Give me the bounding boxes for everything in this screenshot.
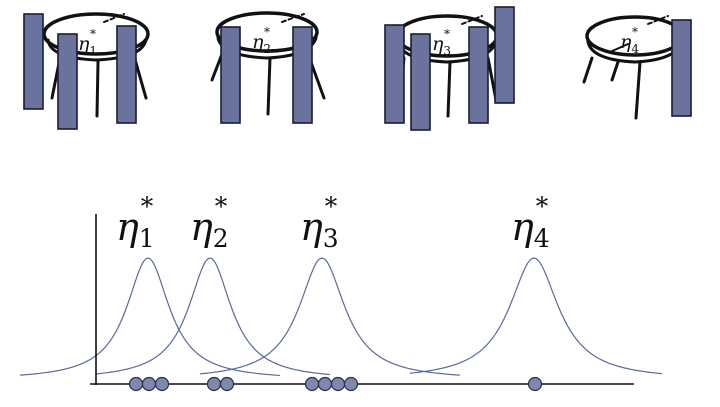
density-curve-2 xyxy=(95,257,331,376)
point-4 xyxy=(206,376,222,392)
point-1 xyxy=(128,376,144,392)
point-3 xyxy=(154,376,170,392)
table-4-drawing xyxy=(582,15,685,120)
eta-1-label: η1* xyxy=(116,192,155,253)
point-9 xyxy=(343,376,359,392)
table-4: η4* xyxy=(582,15,692,120)
table-2-label: η2* xyxy=(252,25,271,56)
table-2: η2* xyxy=(210,11,326,124)
table-3-label: η3* xyxy=(432,27,451,58)
table-1-diner-1 xyxy=(23,13,44,110)
point-2 xyxy=(141,376,157,392)
point-10 xyxy=(527,376,543,392)
table-1-diner-3 xyxy=(116,25,137,124)
table-3-diner-2 xyxy=(410,33,431,131)
table-1-diner-2 xyxy=(57,33,78,130)
table-4-label: η4* xyxy=(620,25,639,56)
table-3-diner-3 xyxy=(468,26,489,124)
table-4-diner-1 xyxy=(671,19,692,117)
density-curve-1 xyxy=(19,257,281,377)
density-curves xyxy=(19,257,663,377)
eta-3-label: η3* xyxy=(300,192,339,253)
eta-2-label: η2* xyxy=(190,192,229,253)
eta-4-label: η4* xyxy=(511,192,550,253)
table-1-label: η1* xyxy=(78,27,97,58)
point-7 xyxy=(317,376,333,392)
point-5 xyxy=(219,376,235,392)
table-2-diner-1 xyxy=(220,26,241,124)
density-curve-4 xyxy=(409,257,663,375)
table-3-diner-4 xyxy=(494,6,515,104)
table-3: η3* xyxy=(384,6,515,131)
point-8 xyxy=(330,376,346,392)
data-points xyxy=(128,376,543,392)
point-6 xyxy=(304,376,320,392)
table-2-diner-2 xyxy=(292,26,313,124)
table-3-diner-1 xyxy=(384,24,405,124)
density-curve-3 xyxy=(199,257,461,376)
table-1: η1* xyxy=(23,12,150,130)
